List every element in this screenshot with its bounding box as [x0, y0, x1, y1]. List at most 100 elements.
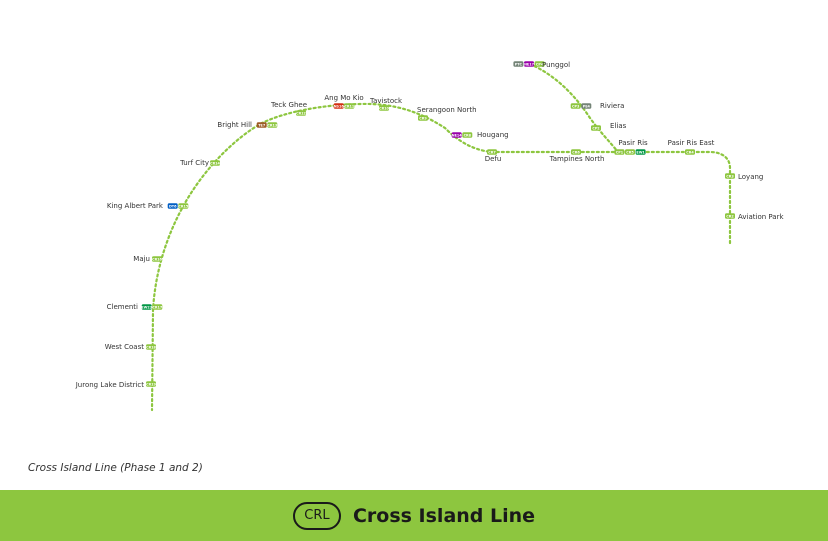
- station-name: Loyang: [738, 173, 763, 181]
- station-code: CR16: [152, 257, 162, 261]
- station-code-pill: [581, 103, 592, 109]
- station-code-pill: [418, 115, 428, 121]
- station-name: Riviera: [600, 102, 624, 110]
- station-code: CR19: [146, 382, 156, 386]
- station-name: Teck Ghee: [270, 101, 307, 109]
- station-pasir-ris-east: CR4 Pasir Ris East: [668, 139, 715, 155]
- station-code-pill: [725, 173, 735, 179]
- station-name: Punggol: [542, 61, 570, 69]
- station-name: Maju: [133, 255, 150, 263]
- station-code-pill: [146, 344, 156, 350]
- station-code: CR11: [344, 104, 354, 108]
- station-code: CR6: [572, 150, 580, 154]
- crl-badge: CRL: [292, 501, 341, 530]
- station-code-pill: [451, 132, 462, 138]
- station-name: Clementi: [107, 303, 138, 311]
- station-code: CP1: [616, 150, 624, 154]
- station-code-pill: [487, 149, 497, 155]
- station-code-pill: [267, 122, 278, 128]
- station-code: CR4: [686, 150, 694, 154]
- station-code-pill: [625, 149, 635, 155]
- station-name: King Albert Park: [107, 202, 164, 210]
- station-code: CP3: [572, 104, 580, 108]
- station-code: NE14: [452, 133, 463, 137]
- station-code-pill: [141, 304, 152, 310]
- station-name: Jurong Lake District: [75, 381, 145, 389]
- station-code: CR13: [267, 123, 277, 127]
- station-code: PTC: [515, 62, 523, 66]
- station-code: PE4: [583, 104, 591, 108]
- station-code: NE17: [524, 62, 535, 66]
- station-code-pill: [152, 256, 162, 262]
- station-code-pill: [167, 203, 178, 209]
- station-code: CR15: [178, 204, 188, 208]
- station-serangoon-north: CR9 Serangoon North: [417, 106, 477, 121]
- station-code-pill: [725, 213, 735, 219]
- station-code: CR12: [296, 111, 306, 115]
- station-loyang: CR3 Loyang: [725, 173, 763, 181]
- line-banner: CRL Cross Island Line: [0, 490, 828, 541]
- station-code-pill: [333, 103, 344, 109]
- station-teck-ghee: CR12 Teck Ghee: [270, 101, 307, 116]
- station-name: Turf City: [179, 159, 209, 167]
- station-name: Pasir Ris East: [668, 139, 715, 147]
- station-code-pill: [534, 61, 545, 67]
- station-name: Elias: [610, 122, 627, 130]
- station-code-pill: [571, 149, 581, 155]
- station-code-pill: [152, 304, 163, 310]
- station-code: CR2: [726, 214, 734, 218]
- station-name: Tampines North: [549, 155, 605, 163]
- station-code-pill: [379, 105, 389, 111]
- station-code: CR18: [146, 345, 156, 349]
- station-name: Bright Hill: [217, 121, 252, 129]
- station-code: CR10: [379, 106, 389, 110]
- station-code-pill: [344, 103, 355, 109]
- station-code: CR3: [726, 174, 734, 178]
- line-track: [150, 62, 732, 412]
- station-name: Hougang: [477, 131, 509, 139]
- station-code-pill: [524, 61, 534, 67]
- station-code: CP4: [536, 62, 544, 66]
- station-code-pill: [570, 103, 581, 109]
- station-code: TE7: [258, 123, 266, 127]
- station-code-pill: [256, 122, 267, 128]
- station-code: CR14: [210, 161, 220, 165]
- station-code-pill: [178, 203, 189, 209]
- station-name: West Coast: [105, 343, 145, 351]
- station-code-pill: [296, 110, 306, 116]
- station-code: CR17: [152, 305, 162, 309]
- station-name: Pasir Ris: [618, 139, 648, 147]
- station-code-pill: [513, 61, 524, 67]
- station-code-pill: [614, 149, 625, 155]
- station-code: CR8: [464, 133, 472, 137]
- station-name: Ang Mo Kio: [324, 94, 363, 102]
- station-name: Tavistock: [369, 97, 403, 105]
- station-code-pill: [462, 132, 473, 138]
- station-code: EW1: [636, 150, 645, 154]
- station-code-pill: [685, 149, 695, 155]
- station-name: Serangoon North: [417, 106, 477, 114]
- station-code-pill: [591, 125, 601, 131]
- station-name: Defu: [485, 155, 502, 163]
- station-code-pill: [635, 149, 646, 155]
- station-code: CP2: [592, 126, 600, 130]
- station-code: DT6: [169, 204, 177, 208]
- station-code: CR9: [419, 116, 427, 120]
- station-code-pill: [146, 381, 156, 387]
- station-code: EW23: [141, 305, 152, 309]
- track-branch: [528, 62, 620, 154]
